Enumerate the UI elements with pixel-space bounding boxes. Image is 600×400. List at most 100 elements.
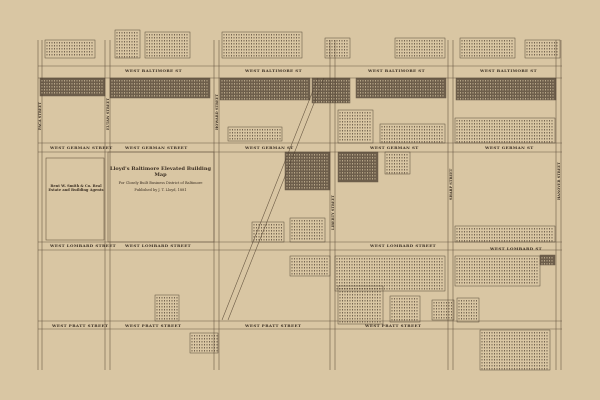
building-window [489, 273, 490, 275]
building-window [174, 297, 175, 299]
building-window [372, 297, 373, 299]
building-window [479, 49, 480, 51]
building-window [341, 49, 343, 51]
building-window [400, 92, 401, 94]
building-window [546, 129, 548, 131]
building-window [233, 46, 235, 48]
building-window [458, 306, 460, 308]
building-window [389, 264, 390, 266]
building-window [339, 315, 341, 317]
building-window [174, 83, 175, 85]
building-window [389, 288, 390, 290]
building-window [399, 307, 400, 309]
building-window [426, 258, 428, 260]
building-window [494, 40, 495, 42]
building-window [394, 276, 395, 278]
building-window [294, 86, 295, 88]
building-window [552, 83, 554, 85]
building-window [546, 141, 548, 143]
building-window [271, 46, 272, 48]
building-window [431, 273, 433, 275]
building-window [396, 267, 398, 269]
building-window [396, 46, 398, 48]
building-window [161, 92, 163, 94]
building [154, 294, 180, 322]
building-window [399, 169, 400, 171]
building-window [394, 169, 395, 171]
building-window [311, 261, 313, 263]
building-window [364, 321, 366, 323]
building-window [419, 285, 420, 287]
building-window [431, 55, 433, 57]
building-window [264, 83, 265, 85]
building-window [436, 258, 438, 260]
building-window [479, 120, 480, 122]
building-window [439, 261, 440, 263]
building-window [101, 89, 103, 91]
building-window [286, 86, 288, 88]
building-window [46, 92, 48, 94]
building-window [509, 240, 510, 242]
building-window [362, 112, 363, 114]
building-window [191, 347, 193, 349]
building-window [362, 139, 363, 141]
building-window [384, 270, 385, 272]
building-window [399, 273, 400, 275]
building-window [348, 83, 350, 85]
building-window [231, 34, 232, 36]
building-window [349, 124, 351, 126]
building-window [436, 141, 438, 143]
building-window [466, 279, 468, 281]
building-window [296, 169, 298, 171]
building-window [409, 270, 410, 272]
building-window [526, 258, 528, 260]
building-window [404, 276, 405, 278]
building-window [151, 80, 153, 82]
building-window [328, 101, 330, 103]
building-window [316, 184, 318, 186]
building-window [119, 95, 120, 97]
building-window [429, 49, 430, 51]
building-window [324, 184, 325, 186]
building-window [364, 291, 366, 293]
building-window [536, 126, 538, 128]
building-window [129, 35, 130, 37]
building-window [401, 267, 403, 269]
building-window [209, 341, 210, 343]
building-window [434, 279, 435, 281]
building-window [384, 132, 385, 134]
building-window [204, 92, 205, 94]
building-window [354, 306, 356, 308]
building-window [314, 229, 315, 231]
building-window [546, 263, 548, 265]
building-window [510, 89, 511, 91]
building-window [471, 258, 473, 260]
building-window [506, 135, 508, 137]
building-window [532, 89, 534, 91]
building-window [541, 228, 543, 230]
building-window [411, 141, 413, 143]
building-window [516, 123, 518, 125]
building-window [259, 86, 260, 88]
building-window [486, 132, 488, 134]
building-window [161, 95, 163, 97]
building-window [46, 42, 48, 44]
building-window [406, 169, 408, 171]
building-window [243, 49, 245, 51]
building-window [253, 40, 255, 42]
building-window [191, 350, 193, 352]
building-window [401, 43, 403, 45]
building-window [394, 132, 395, 134]
building-window [473, 315, 475, 317]
building-window [415, 80, 416, 82]
building-window [476, 306, 477, 308]
building-window [525, 98, 526, 100]
building-window [181, 34, 183, 36]
building-window [223, 34, 225, 36]
building-window [269, 138, 271, 140]
building-window [391, 319, 393, 321]
building-window [377, 86, 379, 88]
building-window [384, 285, 385, 287]
building-window [504, 135, 505, 137]
building-window [534, 132, 535, 134]
